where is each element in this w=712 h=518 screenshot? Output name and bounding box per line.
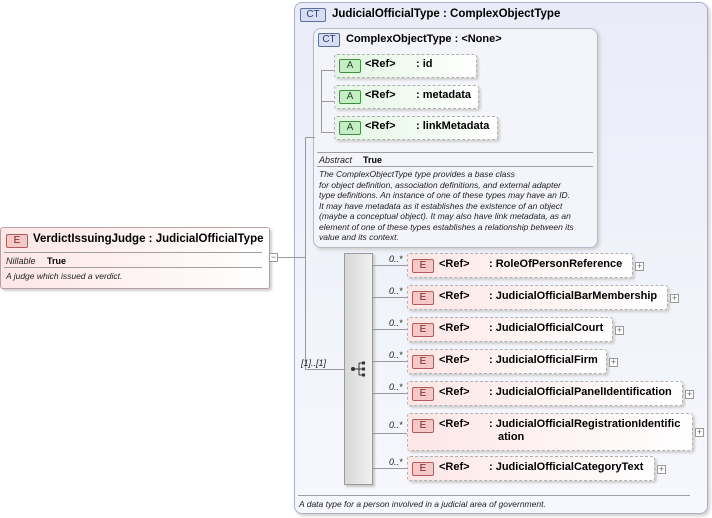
attribute-ref: <Ref> <box>365 89 396 101</box>
attribute-name: : metadata <box>416 89 472 101</box>
child-name: : JudicialOfficialCourt <box>489 322 604 334</box>
child-element-judicialofficialregistrationidentification[interactable] <box>407 413 693 451</box>
element-badge: E <box>412 259 434 273</box>
element-badge: E <box>412 323 434 337</box>
child-occurrence: 0..* <box>389 350 403 360</box>
complex-type-description: A data type for a person involved in a j… <box>299 499 546 509</box>
child-occurrence: 0..* <box>389 420 403 430</box>
child-name: : JudicialOfficialRegistrationIdentific … <box>489 418 681 443</box>
attribute-badge: A <box>339 90 361 104</box>
element-badge: E <box>412 387 434 401</box>
element-badge: E <box>412 462 434 476</box>
plus-icon[interactable]: + <box>609 357 618 367</box>
child-ref: <Ref> <box>439 386 470 398</box>
child-ref: <Ref> <box>439 322 470 334</box>
abstract-value: True <box>363 155 383 165</box>
plus-icon[interactable]: + <box>635 261 644 271</box>
child-name: : JudicialOfficialCategoryText <box>489 461 644 473</box>
child-name: : JudicialOfficialPanelIdentification <box>489 386 672 398</box>
attribute-name: : linkMetadata <box>416 120 490 132</box>
child-ref: <Ref> <box>439 461 470 473</box>
nillable-value: True <box>47 256 67 266</box>
child-occurrence: 0..* <box>389 254 403 264</box>
child-element-judicialofficialcategorytext[interactable] <box>407 456 655 481</box>
base-type-description: The ComplexObjectType type provides a ba… <box>319 169 574 242</box>
child-element-judicialofficialfirm[interactable] <box>407 349 607 374</box>
child-ref: <Ref> <box>439 258 470 270</box>
root-element-description: A judge which issued a verdict. <box>6 271 123 281</box>
sequence-occurrence: [1]..[1] <box>301 358 327 368</box>
element-badge: E <box>412 419 434 433</box>
child-ref: <Ref> <box>439 290 470 302</box>
plus-icon[interactable]: + <box>657 464 666 474</box>
child-name: : RoleOfPersonReference <box>489 258 623 270</box>
attribute-linkmetadata[interactable] <box>334 116 498 140</box>
abstract-label: Abstract <box>319 155 353 165</box>
child-occurrence: 0..* <box>389 382 403 392</box>
element-badge: E <box>412 291 434 305</box>
attribute-badge: A <box>339 59 361 73</box>
nillable-label: Nillable <box>6 256 36 266</box>
plus-icon[interactable]: + <box>685 389 694 399</box>
sequence-compositor-icon <box>351 361 365 377</box>
child-element-roleofpersonreference[interactable] <box>407 253 633 278</box>
child-ref: <Ref> <box>439 354 470 366</box>
child-ref: <Ref> <box>439 418 470 430</box>
plus-icon[interactable]: + <box>670 293 679 303</box>
attribute-ref: <Ref> <box>365 120 396 132</box>
child-occurrence: 0..* <box>389 457 403 467</box>
child-name: : JudicialOfficialBarMembership <box>489 290 658 302</box>
element-badge: E <box>6 234 28 248</box>
child-element-judicialofficialbarmembership[interactable] <box>407 285 668 310</box>
child-occurrence: 0..* <box>389 286 403 296</box>
child-element-judicialofficialpanelidentification[interactable] <box>407 381 683 406</box>
attribute-ref: <Ref> <box>365 58 396 70</box>
base-type-title: ComplexObjectType : <None> <box>346 33 502 45</box>
plus-icon[interactable]: + <box>615 325 624 335</box>
child-name: : JudicialOfficialFirm <box>489 354 598 366</box>
child-element-judicialofficialcourt[interactable] <box>407 317 613 342</box>
plus-icon[interactable]: + <box>695 427 704 437</box>
attribute-name: : id <box>416 58 433 70</box>
minus-icon[interactable]: − <box>269 252 278 262</box>
element-badge: E <box>412 355 434 369</box>
root-element-title: VerdictIssuingJudge : JudicialOfficialTy… <box>33 233 264 245</box>
complex-type-title: JudicialOfficialType : ComplexObjectType <box>332 8 561 20</box>
root-element-box[interactable] <box>0 227 270 289</box>
attribute-badge: A <box>339 121 361 135</box>
complex-type-badge: CT <box>300 8 326 22</box>
child-occurrence: 0..* <box>389 318 403 328</box>
base-type-badge: CT <box>318 33 340 47</box>
